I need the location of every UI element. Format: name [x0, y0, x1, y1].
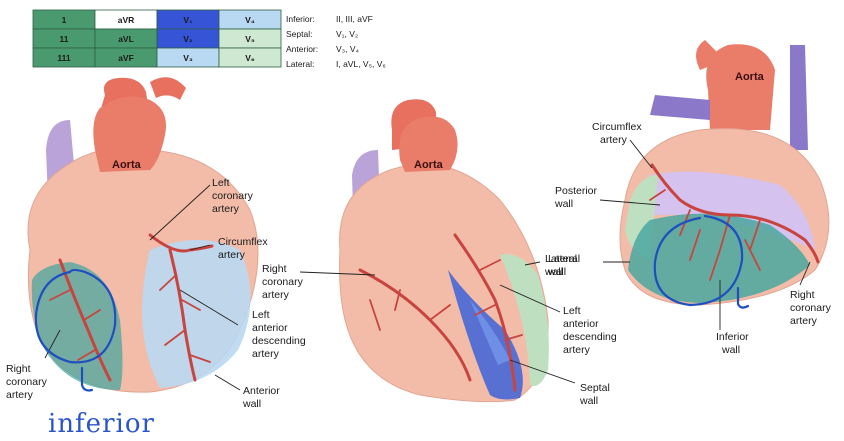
label-circumflex-1: Circumflex [218, 236, 268, 248]
label-right-coronary-1: Right [6, 363, 31, 375]
label-aorta: Aorta [414, 159, 444, 171]
label-left-coronary-2: coronary [212, 190, 254, 202]
label-right-coronary-1: Right [790, 289, 815, 301]
table-cell: aVR [118, 15, 135, 25]
table-cell: 1 [62, 15, 67, 25]
label-right-coronary-1: Right [262, 263, 287, 275]
label-right-coronary-3: artery [6, 389, 34, 401]
label-left-coronary-3: artery [212, 203, 240, 215]
label-septal-wall-1: Septal [580, 382, 610, 394]
label-lad-4: artery [252, 348, 280, 360]
table-cell: aVF [118, 53, 134, 63]
label-lateral-wall-1: Lateral [548, 253, 580, 265]
lead-legend: Inferior: II, III, aVF Septal: V₁, V₂ An… [286, 14, 386, 69]
label-anterior-wall-2: wall [242, 398, 261, 410]
label-aorta: Aorta [112, 159, 142, 171]
handwritten-inferior: inferior [48, 409, 155, 439]
legend-label: Septal: [286, 29, 312, 39]
label-anterior-wall-1: Anterior [243, 385, 280, 397]
legend-value: II, III, aVF [336, 14, 373, 24]
legend-value: V₁, V₂ [336, 29, 358, 39]
heart-inferior-view: Aorta [620, 40, 829, 305]
table-cell: V₂ [183, 34, 193, 44]
label-right-coronary-3: artery [790, 315, 818, 327]
table-cell: V₄ [245, 15, 255, 25]
lead-table: 1 aVR V₁ V₄ 11 aVL V₂ V₅ 111 aVF V₃ V₆ [33, 10, 281, 67]
table-cell: 111 [57, 53, 71, 63]
label-inferior-wall-1: Inferior [716, 331, 749, 343]
legend-label: Inferior: [286, 14, 315, 24]
table-cell: aVL [118, 34, 134, 44]
table-cell: V₅ [245, 34, 255, 44]
label-inferior-wall-2: wall [721, 344, 740, 356]
label-lateral-wall-2: wall [547, 266, 566, 278]
label-right-coronary-3: artery [262, 289, 290, 301]
table-cell: V₁ [183, 15, 193, 25]
label-posterior-wall-2: wall [554, 198, 573, 210]
table-cell: V₃ [183, 53, 193, 63]
label-right-coronary-2: coronary [262, 276, 304, 288]
label-lad-3: descending [563, 331, 617, 343]
label-left-coronary-1: Left [212, 177, 230, 189]
label-posterior-wall-1: Posterior [555, 185, 598, 197]
heart-septal-view: Aorta [340, 99, 549, 401]
label-lad-2: anterior [252, 322, 288, 334]
label-lad-3: descending [252, 335, 306, 347]
label-circumflex-2: artery [600, 134, 628, 146]
label-lad-1: Left [563, 305, 581, 317]
table-cell: 11 [60, 34, 69, 44]
label-circumflex-1: Circumflex [592, 121, 642, 133]
label-right-coronary-2: coronary [6, 376, 48, 388]
legend-value: I, aVL, V₅, V₆ [336, 59, 386, 69]
label-septal-wall-2: wall [579, 395, 598, 407]
label-lad-1: Left [252, 309, 270, 321]
legend-value: V₃, V₄ [336, 44, 360, 54]
label-right-coronary-2: coronary [790, 302, 832, 314]
label-lad-2: anterior [563, 318, 599, 330]
table-cell: V₆ [245, 53, 255, 63]
label-circumflex-2: artery [218, 249, 246, 261]
legend-label: Lateral: [286, 59, 314, 69]
heart-anterior-view: Aorta [28, 77, 258, 392]
label-aorta: Aorta [735, 71, 765, 83]
legend-label: Anterior: [286, 44, 318, 54]
label-lad-4: artery [563, 344, 591, 356]
